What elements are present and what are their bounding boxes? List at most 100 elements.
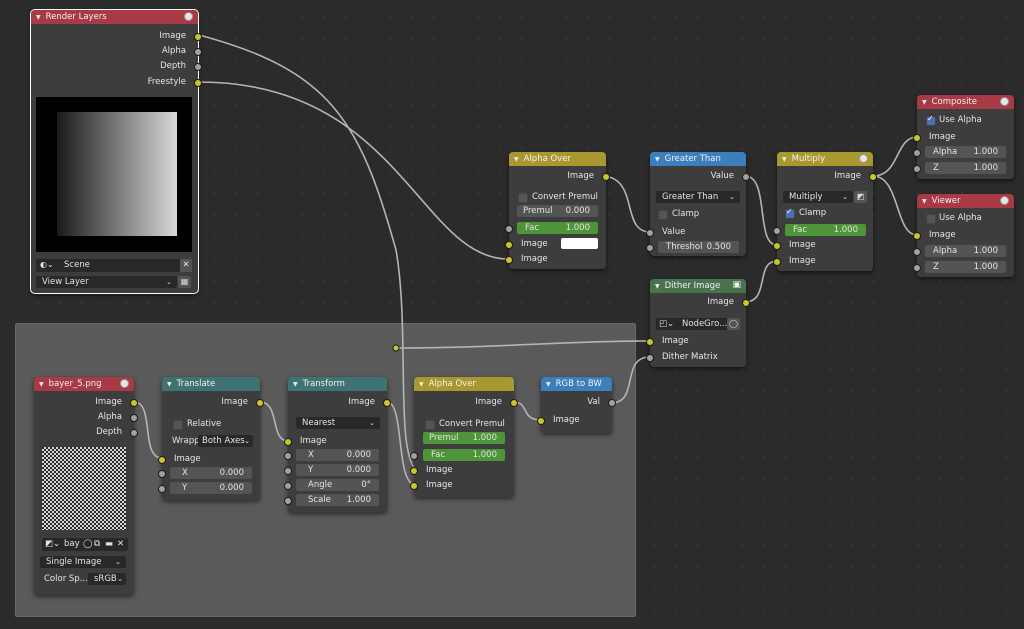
socket-image-out[interactable] bbox=[869, 173, 877, 181]
clear-icon[interactable]: ✕ bbox=[180, 259, 192, 272]
alpha-field[interactable]: Alpha 1.000 bbox=[925, 245, 1006, 257]
filter-dropdown[interactable]: Nearest ⌄ bbox=[296, 417, 380, 429]
alpha-field[interactable]: Alpha 1.000 bbox=[925, 146, 1006, 158]
socket-angle-in[interactable] bbox=[284, 482, 292, 490]
image-node-header[interactable]: ▼ bayer_5.png bbox=[34, 377, 134, 391]
socket-scale-in[interactable] bbox=[284, 497, 292, 505]
socket-freestyle-out[interactable] bbox=[194, 79, 202, 87]
socket-image-in[interactable] bbox=[646, 338, 654, 346]
greater-than-node[interactable]: ▼ Greater Than Value Greater Than ⌄ Clam… bbox=[646, 152, 750, 256]
socket-image-in[interactable] bbox=[773, 242, 781, 250]
socket-image-in[interactable] bbox=[505, 241, 513, 249]
socket-value-in[interactable] bbox=[646, 229, 654, 237]
socket-y-in[interactable] bbox=[284, 467, 292, 475]
rgb-to-bw-header[interactable]: ▼ RGB to BW bbox=[541, 377, 612, 391]
socket-alpha-in[interactable] bbox=[913, 149, 921, 157]
socket-image-out[interactable] bbox=[510, 399, 518, 407]
operation-dropdown[interactable]: Greater Than ⌄ bbox=[656, 191, 740, 203]
duplicate-icon[interactable]: ⧉ bbox=[94, 539, 101, 549]
socket-image-out[interactable] bbox=[602, 173, 610, 181]
collapse-arrow-icon[interactable]: ▼ bbox=[922, 98, 927, 106]
translate-node[interactable]: ▼ Translate Image Relative Wrappi Both A… bbox=[158, 377, 264, 500]
collapse-arrow-icon[interactable]: ▼ bbox=[293, 380, 298, 388]
bayer-image-node[interactable]: ▼ bayer_5.png Image Alpha Depth ◩⌄ bay ◯… bbox=[34, 377, 138, 595]
rgb-to-bw-node[interactable]: ▼ RGB to BW Val Image bbox=[537, 377, 616, 433]
socket-image-in[interactable] bbox=[773, 258, 781, 266]
color-space-dropdown[interactable]: sRGB ⌄ bbox=[88, 573, 126, 585]
alpha-over-group-node[interactable]: ▼ Alpha Over Image Convert Premul Premul… bbox=[410, 377, 518, 497]
folder-icon[interactable]: ▬ bbox=[105, 539, 114, 549]
node-group-selector[interactable]: ◰⌄ NodeGro... bbox=[656, 318, 732, 330]
socket-image-out[interactable] bbox=[256, 399, 264, 407]
fake-user-icon[interactable]: ◯ bbox=[727, 318, 740, 330]
scene-selector[interactable]: ◐⌄ Scene ✕ bbox=[36, 259, 192, 272]
socket-fac-in[interactable] bbox=[410, 452, 418, 460]
socket-alpha-out[interactable] bbox=[194, 48, 202, 56]
socket-x-in[interactable] bbox=[158, 470, 166, 478]
collapse-arrow-icon[interactable]: ▼ bbox=[782, 155, 787, 163]
socket-image-in[interactable] bbox=[410, 467, 418, 475]
collapse-arrow-icon[interactable]: ▼ bbox=[922, 197, 927, 205]
z-field[interactable]: Z 1.000 bbox=[925, 162, 1006, 174]
render-layers-node[interactable]: ▼ Render Layers Image Alpha Depth Freest… bbox=[30, 9, 202, 294]
scale-field[interactable]: Scale 1.000 bbox=[296, 494, 379, 506]
collapse-arrow-icon[interactable]: ▼ bbox=[167, 380, 172, 388]
wrapping-dropdown[interactable]: Both Axes ⌄ bbox=[198, 435, 253, 447]
socket-image-in[interactable] bbox=[913, 134, 921, 142]
group-icon[interactable]: ▣ bbox=[732, 280, 741, 290]
close-icon[interactable]: ✕ bbox=[117, 539, 125, 549]
image-selector[interactable]: ◩⌄ bay ◯ ⧉ ▬ ✕ bbox=[42, 538, 128, 551]
clamp-checkbox[interactable] bbox=[785, 207, 795, 219]
translate-header[interactable]: ▼ Translate bbox=[162, 377, 260, 391]
premul-field[interactable]: Premul 1.000 bbox=[423, 432, 505, 444]
collapse-arrow-icon[interactable]: ▼ bbox=[419, 380, 424, 388]
socket-value-out[interactable] bbox=[742, 173, 750, 181]
transform-node[interactable]: ▼ Transform Image Nearest ⌄ Image X 0.00… bbox=[284, 377, 391, 512]
y-field[interactable]: Y 0.000 bbox=[170, 482, 252, 494]
relative-checkbox[interactable] bbox=[173, 420, 183, 430]
multiply-node[interactable]: ▼ Multiply Image Multiply ⌄ ◩ Clamp Fac … bbox=[773, 152, 877, 271]
blend-mode-dropdown[interactable]: Multiply ⌄ bbox=[783, 191, 853, 203]
socket-image-in[interactable] bbox=[913, 232, 921, 240]
collapse-arrow-icon[interactable]: ▼ bbox=[655, 282, 660, 290]
image-color-swatch[interactable] bbox=[561, 238, 598, 249]
composite-header[interactable]: ▼ Composite bbox=[917, 95, 1014, 109]
collapse-arrow-icon[interactable]: ▼ bbox=[514, 155, 519, 163]
socket-alpha-out[interactable] bbox=[130, 414, 138, 422]
socket-z-in[interactable] bbox=[913, 264, 921, 272]
socket-image-in[interactable] bbox=[505, 256, 513, 264]
alpha-over-node[interactable]: ▼ Alpha Over Image Convert Premul Premul… bbox=[505, 152, 610, 269]
premul-field[interactable]: Premul 0.000 bbox=[517, 205, 598, 217]
fake-user-icon[interactable]: ◯ bbox=[83, 539, 93, 549]
socket-z-in[interactable] bbox=[913, 165, 921, 173]
view-layer-dropdown[interactable]: View Layer ⌄ bbox=[36, 276, 177, 288]
socket-depth-out[interactable] bbox=[130, 429, 138, 437]
layers-icon[interactable]: ▦ bbox=[178, 276, 191, 288]
multiply-header[interactable]: ▼ Multiply bbox=[777, 152, 873, 166]
socket-depth-out[interactable] bbox=[194, 63, 202, 71]
socket-image-out[interactable] bbox=[742, 299, 750, 307]
collapse-arrow-icon[interactable]: ▼ bbox=[655, 155, 660, 163]
z-field[interactable]: Z 1.000 bbox=[925, 261, 1006, 273]
collapse-arrow-icon[interactable]: ▼ bbox=[39, 380, 44, 388]
socket-fac-in[interactable] bbox=[505, 225, 513, 233]
socket-alpha-in[interactable] bbox=[913, 248, 921, 256]
collapse-arrow-icon[interactable]: ▼ bbox=[36, 13, 41, 21]
alpha-over-header[interactable]: ▼ Alpha Over bbox=[509, 152, 606, 166]
x-field[interactable]: X 0.000 bbox=[170, 467, 252, 479]
use-alpha-checkbox[interactable] bbox=[926, 214, 936, 224]
fac-field[interactable]: Fac 1.000 bbox=[785, 224, 866, 236]
source-dropdown[interactable]: Single Image ⌄ bbox=[40, 556, 126, 568]
socket-image-out[interactable] bbox=[130, 399, 138, 407]
use-alpha-icon[interactable]: ◩ bbox=[854, 191, 867, 203]
socket-image-out[interactable] bbox=[194, 33, 202, 41]
socket-val-out[interactable] bbox=[608, 399, 616, 407]
y-field[interactable]: Y 0.000 bbox=[296, 464, 379, 476]
transform-header[interactable]: ▼ Transform bbox=[288, 377, 387, 391]
alpha-over-header[interactable]: ▼ Alpha Over bbox=[414, 377, 514, 391]
socket-threshold-in[interactable] bbox=[646, 244, 654, 252]
fac-field[interactable]: Fac 1.000 bbox=[423, 449, 505, 461]
convert-premul-checkbox[interactable] bbox=[518, 193, 528, 203]
render-layers-header[interactable]: ▼ Render Layers bbox=[31, 10, 198, 24]
socket-image-in[interactable] bbox=[410, 482, 418, 490]
